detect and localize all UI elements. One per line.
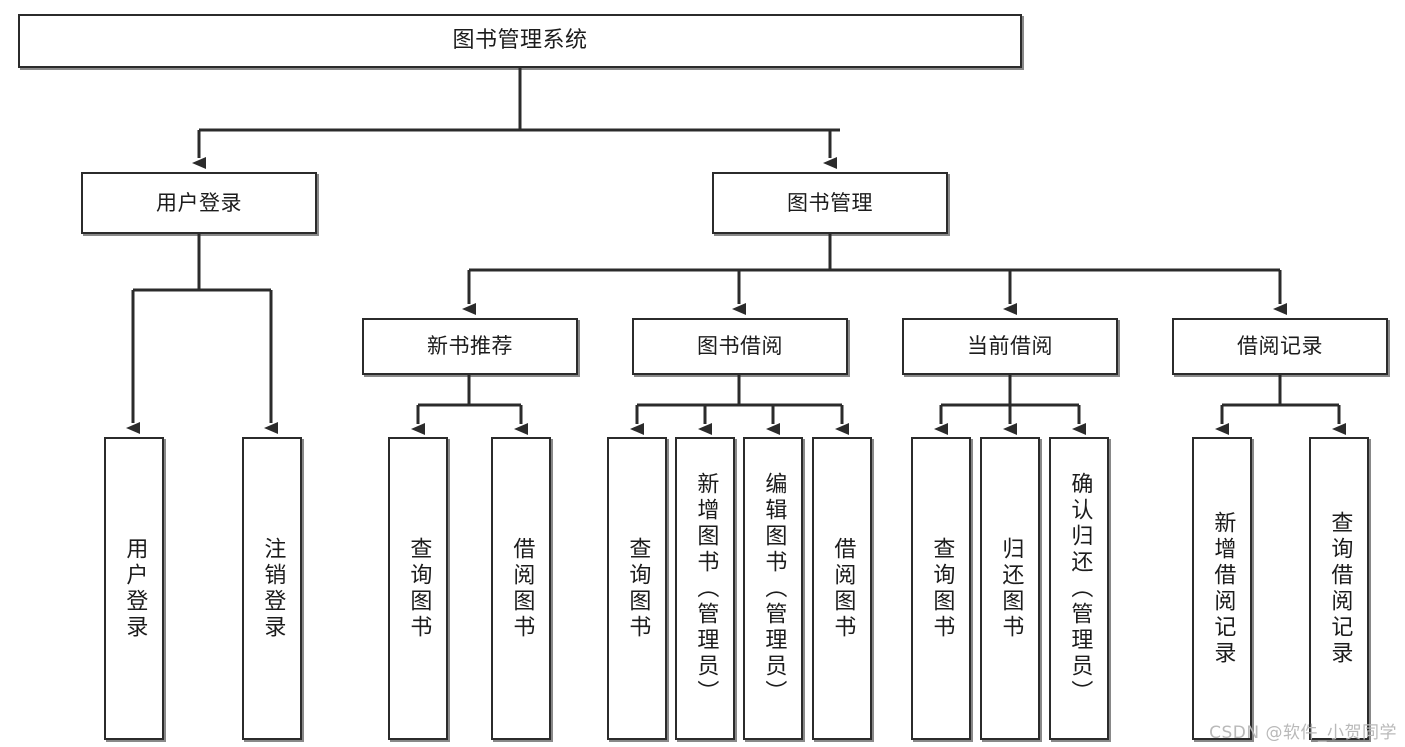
node-book-management[interactable]: 图书管理	[712, 172, 948, 234]
node-label: 查询图书	[929, 536, 955, 641]
node-label: 编辑图书（管理员）	[761, 471, 787, 706]
node-leaf-query-book-borrow[interactable]: 查询图书	[607, 437, 667, 740]
node-label: 新书推荐	[427, 334, 513, 359]
node-leaf-query-borrow-record[interactable]: 查询借阅记录	[1309, 437, 1369, 740]
node-leaf-edit-book[interactable]: 编辑图书（管理员）	[743, 437, 803, 740]
node-leaf-confirm-return[interactable]: 确认归还（管理员）	[1049, 437, 1109, 740]
node-label: 用户登录	[156, 190, 242, 215]
node-label: 查询图书	[406, 536, 432, 641]
node-leaf-borrow-book-recommend[interactable]: 借阅图书	[491, 437, 551, 740]
node-user-login[interactable]: 用户登录	[81, 172, 317, 234]
node-label: 图书管理	[787, 190, 873, 215]
node-current-borrow[interactable]: 当前借阅	[902, 318, 1118, 375]
node-leaf-query-book-recommend[interactable]: 查询图书	[388, 437, 448, 740]
watermark: CSDN @软件_小贺同学	[1209, 723, 1397, 743]
node-label: 用户登录	[122, 536, 148, 641]
node-label: 借阅记录	[1237, 334, 1323, 359]
node-leaf-add-book[interactable]: 新增图书（管理员）	[675, 437, 735, 740]
node-label: 确认归还（管理员）	[1067, 471, 1093, 706]
node-leaf-return-book[interactable]: 归还图书	[980, 437, 1040, 740]
node-label: 图书管理系统	[452, 28, 588, 54]
node-borrow-record[interactable]: 借阅记录	[1172, 318, 1388, 375]
node-leaf-borrow-book[interactable]: 借阅图书	[812, 437, 872, 740]
node-leaf-user-login[interactable]: 用户登录	[104, 437, 164, 740]
node-label: 查询借阅记录	[1327, 510, 1353, 667]
node-label: 查询图书	[625, 536, 651, 641]
node-leaf-add-borrow-record[interactable]: 新增借阅记录	[1192, 437, 1252, 740]
node-book-borrow[interactable]: 图书借阅	[632, 318, 848, 375]
node-label: 图书借阅	[697, 334, 783, 359]
node-leaf-query-book-current[interactable]: 查询图书	[911, 437, 971, 740]
node-new-book-recommend[interactable]: 新书推荐	[362, 318, 578, 375]
node-label: 当前借阅	[967, 334, 1053, 359]
node-root-system[interactable]: 图书管理系统	[18, 14, 1022, 68]
node-leaf-logout[interactable]: 注销登录	[242, 437, 302, 740]
node-label: 借阅图书	[509, 536, 535, 641]
node-label: 归还图书	[998, 536, 1024, 641]
node-label: 新增借阅记录	[1210, 510, 1236, 667]
node-label: 新增图书（管理员）	[693, 471, 719, 706]
node-label: 借阅图书	[830, 536, 856, 641]
node-label: 注销登录	[260, 536, 286, 641]
